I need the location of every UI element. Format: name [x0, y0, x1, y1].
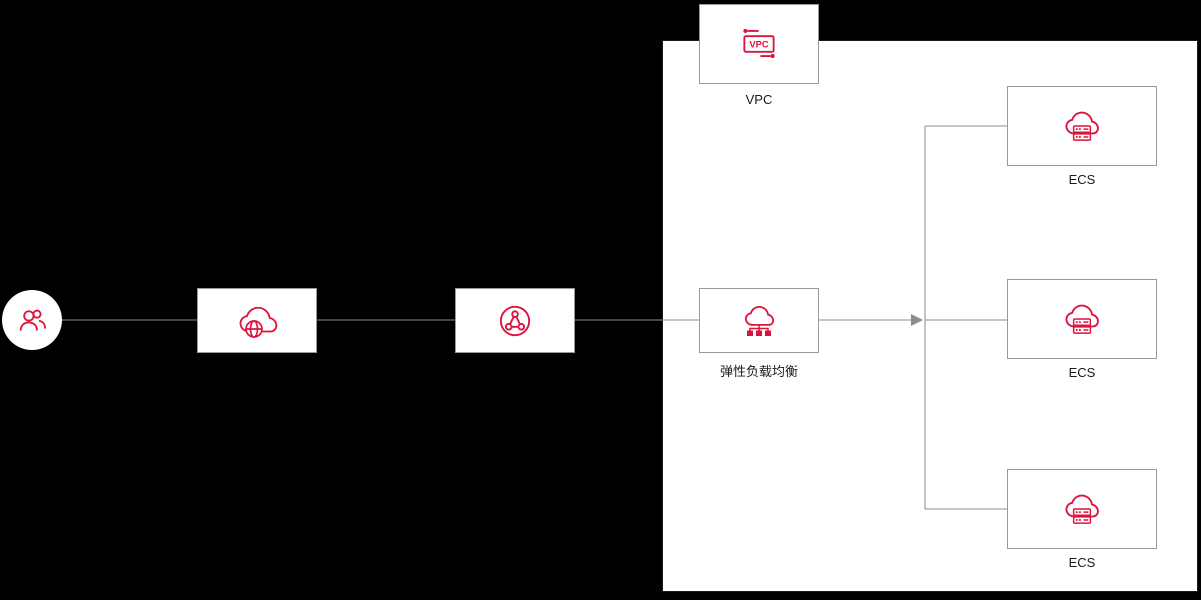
network-service-node: [455, 288, 575, 353]
ecs-icon: [1059, 298, 1105, 340]
users-icon: [14, 302, 50, 338]
load-balancer-icon: [737, 301, 781, 341]
ecs-icon: [1059, 488, 1105, 530]
elb-label: 弹性负载均衡: [719, 364, 798, 379]
vpc-icon-text: VPC: [749, 39, 769, 50]
cloud-globe-icon: [234, 301, 280, 341]
ecs-node-3: [1007, 469, 1157, 549]
ecs-icon: [1059, 105, 1105, 147]
vpc-icon: VPC: [736, 23, 782, 65]
ecs-node-2: [1007, 279, 1157, 359]
network-circle-icon: [494, 300, 536, 342]
vpc-node: VPC: [699, 4, 819, 84]
user-node: [2, 290, 62, 350]
cloud-globe-node: [197, 288, 317, 353]
ecs-label: ECS: [1068, 555, 1096, 570]
ecs-label: ECS: [1068, 172, 1096, 187]
elb-node: [699, 288, 819, 353]
ecs-label: ECS: [1068, 365, 1096, 380]
ecs-node-1: [1007, 86, 1157, 166]
vpc-label: VPC: [745, 92, 773, 107]
